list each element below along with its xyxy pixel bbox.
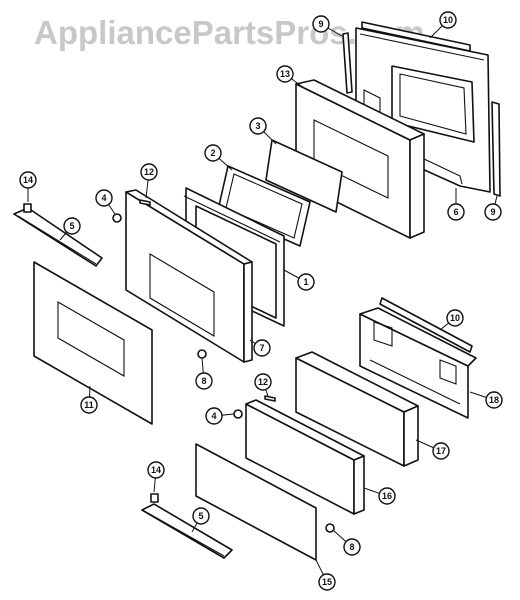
part-8-upper-clip [197,349,207,359]
part-7-outer-door [125,189,253,363]
part-12-lower-screw [264,395,276,402]
callout-7: 7 [249,339,271,357]
callout-circle [318,573,336,591]
callout-label: 14 [151,465,161,475]
callout-16: 16 [363,487,396,505]
callout-circle [297,273,315,291]
callout-label: 12 [258,377,268,387]
callout-10: 10 [439,309,464,331]
callout-circle [312,15,330,33]
callout-circle [204,144,222,162]
callout-label: 16 [382,491,392,501]
callout-label: 8 [201,376,206,386]
callout-label: 7 [259,343,264,353]
callout-8: 8 [333,530,361,556]
callout-15: 15 [315,559,336,591]
callout-label: 4 [211,411,216,421]
callout-circle [63,217,81,235]
callout-13: 13 [276,65,305,89]
part-4-lower-bumper [233,409,243,419]
callout-circle [80,396,98,414]
callout-circle [484,203,502,221]
callout-circle [249,117,267,135]
callout-label: 10 [450,313,460,323]
part-2-glass-frame [217,165,311,247]
callout-label: 15 [322,577,332,587]
callout-circle [432,442,450,460]
callout-4: 4 [205,407,235,425]
part-14-lower-screw [150,493,159,503]
callout-10: 10 [429,11,457,39]
callout-2: 2 [204,144,233,171]
callout-label: 9 [318,19,323,29]
callout-circle [95,189,113,207]
part-5-upper-handle [13,207,103,267]
callout-label: 18 [489,395,499,405]
part-4-upper-bumper [112,213,122,223]
callout-circle [205,407,223,425]
part-6-door-liner [355,27,491,193]
callout-label: 6 [453,207,458,217]
callout-circle [147,461,165,479]
part-3-inner-glass [265,139,343,213]
callout-circle [276,65,294,83]
part-12-upper-screw [139,199,151,206]
part-5-lower-handle [141,503,233,559]
callout-label: 12 [144,167,154,177]
callout-circle [343,538,361,556]
callout-circle [446,309,464,327]
callout-circle [485,391,503,409]
callout-label: 10 [443,15,453,25]
callout-label: 4 [101,193,106,203]
callout-circle [439,11,457,29]
callout-circle [254,373,272,391]
callout-12: 12 [140,163,158,199]
callout-circle [19,171,37,189]
callout-3: 3 [249,117,277,145]
callout-9: 9 [484,195,502,221]
part-18-drawer-liner [359,307,477,419]
callout-5: 5 [191,507,210,533]
callout-14: 14 [147,461,165,493]
part-8-lower-clip [325,523,335,533]
callout-label: 5 [198,511,203,521]
part-10-drawer-seal [379,297,473,353]
callout-9: 9 [312,15,343,37]
callout-1: 1 [283,269,315,291]
callout-circle [140,163,158,181]
callout-8: 8 [195,357,213,390]
callout-label: 9 [490,207,495,217]
callout-12: 12 [254,373,272,397]
callout-label: 2 [210,148,215,158]
callout-4: 4 [95,189,116,215]
callout-circle [253,339,271,357]
callout-5: 5 [59,217,81,241]
callout-circle [195,372,213,390]
callout-label: 11 [84,400,94,410]
part-9-seal-left [342,32,353,94]
callout-circle [378,487,396,505]
callout-label: 17 [436,446,446,456]
part-9-seal-right [491,101,501,197]
callout-11: 11 [80,385,98,414]
callout-label: 14 [23,175,33,185]
part-11-door-front [33,261,153,425]
part-13-outer-frame [295,79,425,239]
callout-6: 6 [447,188,465,221]
callout-circle [447,203,465,221]
callout-label: 3 [255,121,260,131]
callout-label: 13 [280,69,290,79]
callout-circle [192,507,210,525]
part-17-drawer-box [295,351,419,467]
callout-label: 8 [349,542,354,552]
part-16-drawer-panel [245,399,365,515]
callout-14: 14 [19,171,37,202]
callout-label: 1 [303,277,308,287]
callout-17: 17 [415,439,450,460]
callout-label: 5 [69,221,74,231]
callout-18: 18 [469,391,503,409]
part-14-upper-screw [23,203,32,213]
